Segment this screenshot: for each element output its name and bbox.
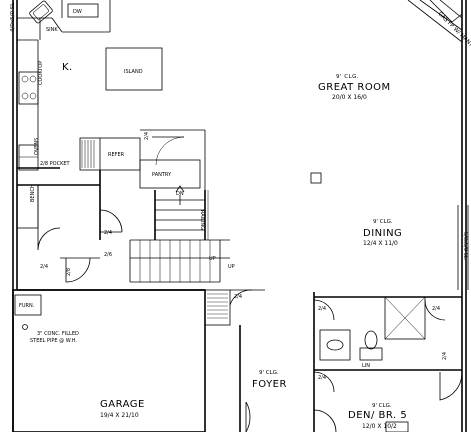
label-dw: DW — [73, 9, 82, 15]
label-door-closet: 2/4 — [432, 306, 440, 312]
label-den-dim: 12/0 X 10/2 — [362, 423, 397, 430]
label-foyer-clg: 9' CLG. — [259, 370, 279, 376]
label-dining-dim: 12/4 X 11/0 — [363, 240, 398, 247]
label-door-util: 2/4 — [234, 294, 242, 300]
label-door-bath1: 2/4 — [318, 306, 326, 312]
bath-and-den — [313, 292, 463, 432]
column-marker — [310, 172, 322, 184]
label-dn: DN — [176, 191, 184, 197]
kitchen-area — [17, 0, 206, 190]
label-garage-dim: 19/4 X 21/10 — [100, 412, 139, 419]
label-den: DEN/ BR. 5 — [348, 410, 407, 421]
label-door-bath2: 2/4 — [318, 375, 326, 381]
label-island: ISLAND — [124, 69, 143, 75]
foyer-area — [239, 325, 251, 432]
label-cooktop: COOKTOP — [38, 61, 44, 85]
label-sink: SINK — [46, 27, 58, 33]
label-steel-note-1: 3" CONC. FILLED — [37, 331, 79, 337]
stair-and-mudroom — [16, 170, 230, 283]
label-den-clg: 9' CLG. — [372, 403, 392, 409]
label-door-stair1: 2/4 — [104, 230, 112, 236]
label-great-room: GREAT ROOM — [318, 82, 391, 93]
label-furn: FURN. — [19, 303, 35, 309]
label-door-pantry: 2/4 — [144, 132, 150, 140]
label-steel-note-2: STEEL PIPE @ W.H. — [30, 338, 77, 344]
label-pocket: 2/8 POCKET — [40, 161, 71, 167]
label-pantry: PANTRY — [152, 172, 172, 178]
label-refer: REFER — [108, 152, 125, 158]
label-dining-clg: 9' CLG. — [373, 219, 393, 225]
label-door-den: 2/4 — [442, 352, 448, 360]
label-up1: UP — [209, 256, 216, 262]
label-up2: UP — [228, 264, 235, 270]
label-dining: DINING — [363, 228, 402, 239]
garage-area — [12, 289, 265, 432]
label-great-room-clg: 9' CLG. — [336, 74, 359, 80]
label-window: 5/0x5/0 SL. — [462, 232, 468, 261]
label-door-mud2: 2/8 — [66, 268, 72, 276]
label-door-stair2: 2/6 — [104, 252, 112, 258]
label-railing: RAILING — [199, 210, 205, 230]
gas-fireplace — [407, 0, 463, 43]
label-lin: LIN — [362, 363, 370, 369]
label-bench: BENCH — [30, 184, 36, 202]
label-garage: GARAGE — [100, 399, 145, 410]
label-door-mud1: 2/4 — [40, 264, 48, 270]
label-kitchen: K. — [62, 62, 73, 73]
label-foyer: FOYER — [252, 379, 287, 390]
label-ovens: OVENS — [34, 138, 40, 155]
label-top-left-window: 4/0x5/0 SL. — [10, 1, 16, 32]
label-great-room-dim: 20/0 X 16/0 — [332, 94, 367, 101]
